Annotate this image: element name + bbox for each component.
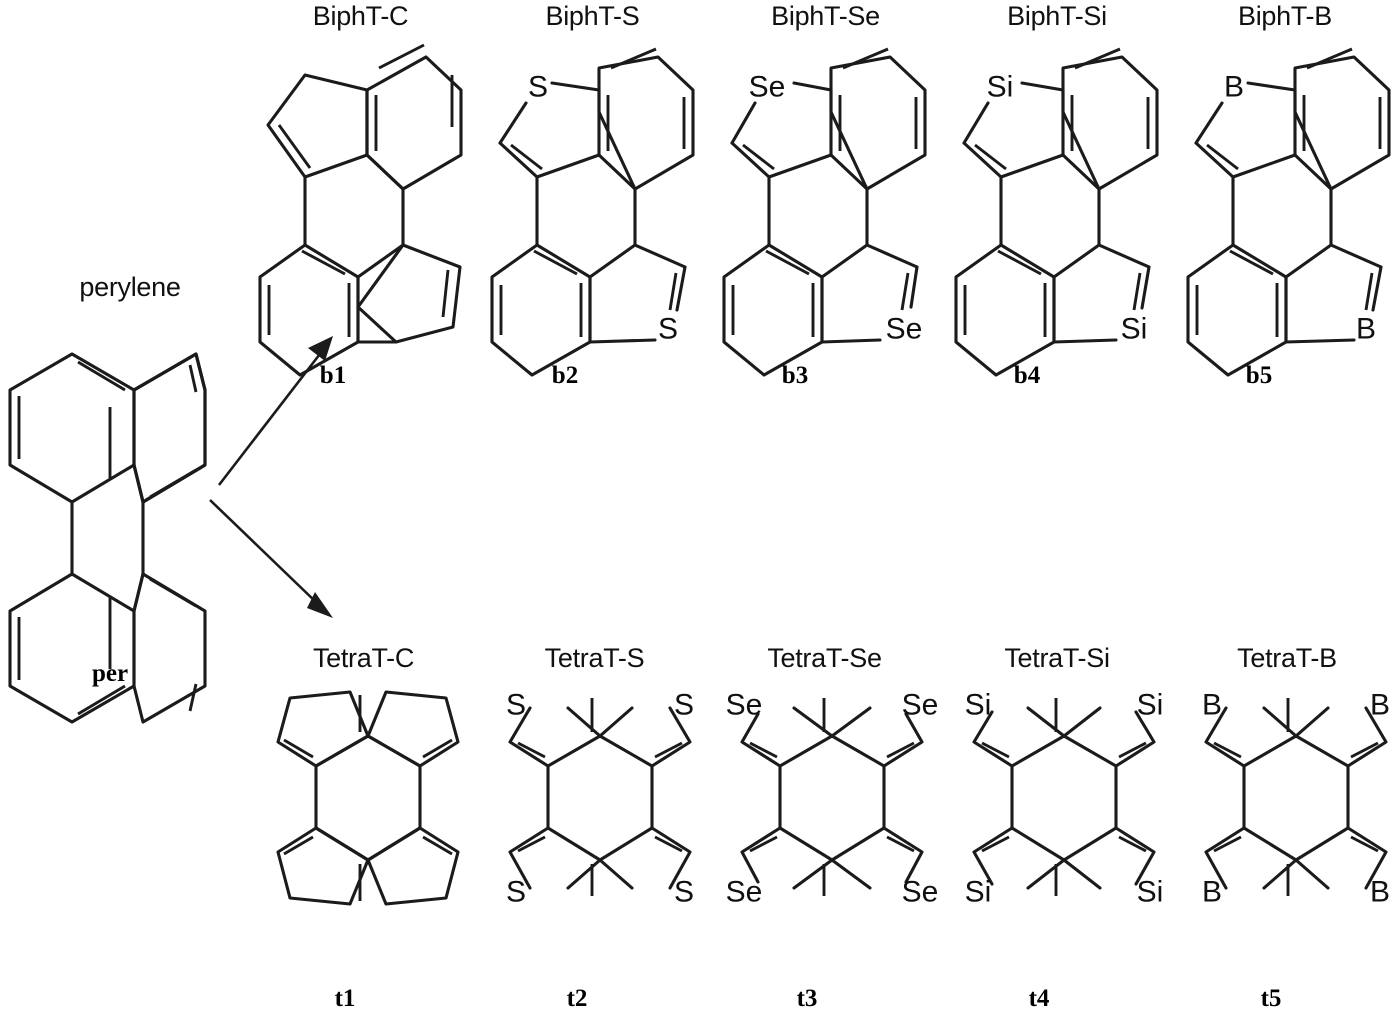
heteroatom-label: B: [1202, 689, 1222, 722]
caption-b2: b2: [551, 362, 579, 389]
t5-double-bonds: [1213, 698, 1379, 896]
b3-skeleton: [722, 55, 927, 377]
title-b4: BiphT-Si: [1007, 1, 1107, 31]
heteroatom-label: S: [674, 876, 694, 909]
structure-b1: [248, 43, 473, 377]
b2-double-bonds: [499, 47, 686, 337]
caption-b5: b5: [1245, 362, 1273, 389]
heteroatom-label: S: [658, 313, 678, 346]
b4-double-bonds: [963, 47, 1150, 337]
heteroatom-label: Se: [726, 876, 763, 909]
heteroatom-label: Se: [902, 876, 939, 909]
title-t4: TetraT-Si: [1004, 643, 1110, 673]
b5-double-bonds: [1195, 47, 1382, 337]
heteroatom-label: Se: [886, 313, 923, 346]
heteroatom-label: Si: [1121, 313, 1148, 346]
heteroatom-label: B: [1370, 876, 1390, 909]
title-t3: TetraT-Se: [767, 643, 882, 673]
t5-five-rings: [1204, 706, 1388, 890]
title-b2: BiphT-S: [545, 1, 640, 31]
t5-core: [1242, 734, 1350, 862]
title-t2: TetraT-S: [544, 643, 645, 673]
heteroatom-label: Si: [1137, 689, 1164, 722]
caption-t1: t1: [334, 985, 356, 1012]
caption-t4: t4: [1028, 985, 1050, 1012]
heteroatom-label: Si: [965, 876, 992, 909]
t4-double-bonds: [981, 698, 1147, 896]
structure-b4: Si Si: [944, 45, 1169, 377]
heteroatom-label: B: [1202, 876, 1222, 909]
perylene-double-bonds: [17, 360, 198, 716]
heteroatom-label: B: [1356, 313, 1376, 346]
perylene-caption: per: [91, 660, 129, 687]
caption-b1: b1: [319, 362, 347, 389]
b4-skeleton: [954, 55, 1159, 377]
t4-five-rings: [972, 706, 1156, 890]
b5-skeleton: [1186, 55, 1391, 377]
structure-t2: S S S S: [500, 689, 700, 950]
heteroatom-label: S: [674, 689, 694, 722]
title-b1: BiphT-C: [312, 1, 409, 31]
structure-b3: Se Se: [712, 45, 937, 377]
b1-double-bonds: [267, 43, 454, 337]
t1-five-rings: [276, 690, 460, 906]
title-t1: TetraT-C: [312, 643, 415, 673]
structure-t4: Si Si Si Si: [964, 689, 1164, 950]
structure-b2: S S: [480, 45, 705, 377]
perylene-skeleton: [8, 352, 207, 724]
t2-core: [546, 734, 654, 862]
caption-b4: b4: [1013, 362, 1041, 389]
t3-core: [778, 734, 886, 862]
heteroatom-label: Si: [987, 71, 1014, 104]
t2-five-rings: [508, 706, 692, 890]
caption-t5: t5: [1260, 985, 1282, 1012]
structure-t1: [268, 690, 468, 950]
structure-t3: Se Se Se Se: [726, 689, 939, 950]
t1-double-bonds: [283, 695, 453, 901]
caption-b3: b3: [781, 362, 809, 389]
t3-double-bonds: [749, 698, 915, 896]
t1-core: [314, 734, 422, 862]
title-b5: BiphT-B: [1238, 1, 1332, 31]
heteroatom-label: B: [1370, 689, 1390, 722]
heteroatom-label: Se: [726, 689, 763, 722]
caption-t3: t3: [796, 985, 818, 1012]
structure-t5: B B B B: [1196, 689, 1396, 950]
b3-double-bonds: [731, 47, 918, 337]
caption-t2: t2: [566, 985, 588, 1012]
t3-five-rings: [740, 706, 924, 890]
heteroatom-label: Si: [1137, 876, 1164, 909]
title-b3: BiphT-Se: [771, 1, 880, 31]
b1-skeleton: [258, 55, 463, 377]
title-t5: TetraT-B: [1237, 643, 1337, 673]
t4-core: [1010, 734, 1118, 862]
heteroatom-label: B: [1224, 71, 1244, 104]
structure-perylene: [0, 330, 215, 724]
heteroatom-label: S: [528, 71, 548, 104]
b2-skeleton: [490, 55, 695, 377]
heteroatom-label: Si: [965, 689, 992, 722]
arrow-to-t1: [209, 499, 333, 618]
heteroatom-label: Se: [902, 689, 939, 722]
heteroatom-label: S: [506, 689, 526, 722]
heteroatom-label: Se: [749, 71, 786, 104]
heteroatom-label: S: [506, 876, 526, 909]
perylene-title: perylene: [79, 272, 181, 302]
t2-double-bonds: [517, 698, 683, 896]
structure-b5: B B: [1176, 45, 1400, 377]
